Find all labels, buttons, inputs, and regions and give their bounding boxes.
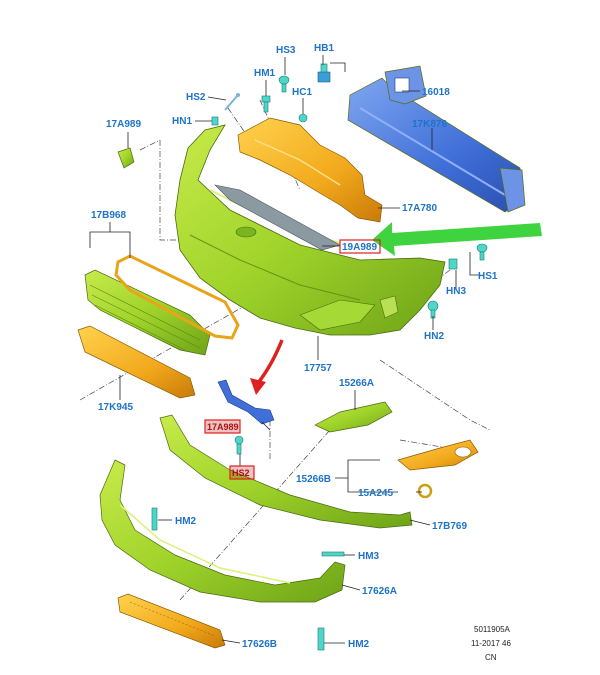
fog-lamp-bezel-a (314, 401, 393, 433)
label-hm1: HM1 (254, 68, 276, 79)
clip-hn1-icon (211, 116, 219, 126)
clip-hs3-icon (278, 75, 290, 93)
clip-hc1-icon (298, 113, 308, 123)
label-red-hs2: HS2 (232, 468, 250, 478)
label-hn3: HN3 (446, 286, 466, 297)
highlight-box-hs2 (229, 465, 255, 480)
label-15a245: 15A245 (358, 488, 393, 499)
reinforcement-beam (347, 65, 526, 213)
clip-hm2-left-icon (151, 507, 158, 531)
fastener-clips (151, 63, 488, 651)
clip-hm1-icon (261, 95, 271, 113)
lower-valance (99, 459, 346, 603)
highlight-box-19a989 (339, 239, 381, 254)
label-hs1: HS1 (478, 271, 498, 282)
tow-hook-cover (117, 147, 135, 169)
fog-lamp-ring (417, 483, 433, 499)
part-labels: HS3 HB1 HM1 HC1 HS2 HN1 16018 17K876 17A… (91, 43, 498, 650)
leader-lines (89, 55, 480, 644)
label-hb1: HB1 (314, 43, 334, 54)
clip-hn3-icon (448, 258, 458, 270)
label-hs2: HS2 (186, 92, 206, 103)
clip-hm3-icon (321, 551, 345, 557)
label-hn1: HN1 (172, 116, 192, 127)
label-15266a: 15266A (339, 378, 374, 389)
clip-hb1-icon (317, 63, 331, 83)
label-hn2: HN2 (424, 331, 444, 342)
label-17k876: 17K876 (412, 119, 447, 130)
highlight-box-17a989 (204, 419, 241, 434)
skid-plate-trim (117, 593, 226, 649)
bumper-cover (174, 124, 446, 336)
label-17b968: 17B968 (91, 210, 126, 221)
label-17757: 17757 (304, 363, 332, 374)
clip-hn2-icon (427, 300, 439, 319)
label-hm3: HM3 (358, 551, 380, 562)
mounting-bracket (217, 379, 275, 425)
clip-red-hs2-icon (234, 435, 244, 455)
label-hm2-bottom: HM2 (348, 639, 370, 650)
energy-absorber (237, 117, 383, 223)
footer-region: CN (485, 653, 497, 662)
label-17a780: 17A780 (402, 203, 437, 214)
label-red-17a989: 17A989 (207, 422, 239, 432)
footer-code: 5011905A (474, 625, 511, 634)
label-17k945: 17K945 (98, 402, 133, 413)
label-17626a: 17626A (362, 586, 397, 597)
red-arrow-icon (250, 339, 284, 395)
label-15266b: 15266B (296, 474, 331, 485)
label-16018: 16018 (422, 87, 450, 98)
label-17b769: 17B769 (432, 521, 467, 532)
diagram-footer: 5011905A 11-2017 46 CN (471, 625, 511, 662)
fog-lamp-bezel-b (397, 439, 479, 471)
label-hc1: HC1 (292, 87, 312, 98)
lower-lip-spoiler (159, 414, 413, 529)
label-17626b: 17626B (242, 639, 277, 650)
clip-hs1-icon (476, 243, 488, 261)
clip-hm2-bottom-icon (317, 627, 325, 651)
lower-grille (84, 254, 240, 356)
grille-trim-strip (77, 325, 196, 399)
label-19a989: 19A989 (342, 242, 377, 253)
footer-date: 11-2017 46 (471, 639, 511, 648)
label-17a989-top: 17A989 (106, 119, 141, 130)
clip-hs2-icon (224, 93, 240, 111)
label-hs3: HS3 (276, 45, 296, 56)
green-arrow-icon (372, 222, 542, 256)
label-hm2-left: HM2 (175, 516, 197, 527)
